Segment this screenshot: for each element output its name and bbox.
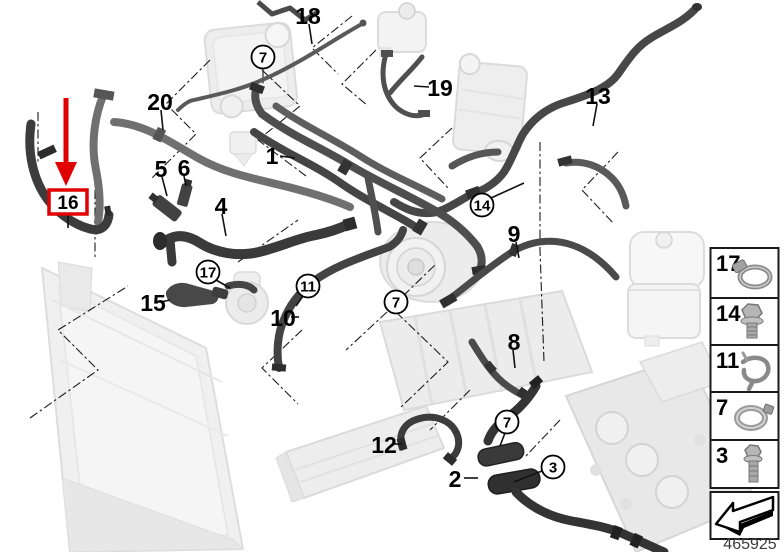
legend-item-14[interactable]: 14	[709, 297, 780, 346]
water-pump	[379, 221, 485, 303]
svg-text:14: 14	[716, 301, 741, 326]
callout-1[interactable]: 1	[266, 143, 279, 169]
expansion-tank-right	[627, 231, 705, 347]
callout-7-mid[interactable]: 7	[383, 289, 409, 315]
legend-item-3[interactable]: 3	[709, 439, 780, 489]
callout-4[interactable]: 4	[215, 193, 228, 219]
direction-arrow-icon	[714, 495, 775, 536]
svg-text:14: 14	[474, 198, 491, 215]
callout-17-circled[interactable]: 17	[195, 259, 221, 285]
callout-18[interactable]: 18	[295, 3, 321, 29]
svg-text:7: 7	[259, 50, 267, 67]
svg-text:17: 17	[200, 265, 217, 282]
svg-text:7: 7	[392, 295, 400, 312]
legend-item-11[interactable]: 11	[709, 344, 780, 393]
callout-11-circled[interactable]: 11	[295, 273, 321, 299]
callout-14-circled[interactable]: 14	[469, 192, 495, 218]
clip-icon	[740, 351, 771, 392]
callout-19[interactable]: 19	[427, 75, 453, 101]
legend-item-7[interactable]: 7	[709, 391, 780, 441]
svg-text:11: 11	[716, 348, 739, 373]
hose-18	[176, 19, 367, 112]
coolant-pump-small	[225, 271, 269, 325]
part-15	[165, 282, 229, 308]
clamp-ring-icon	[734, 403, 775, 431]
svg-text:16: 16	[57, 193, 78, 214]
hose-13	[390, 3, 702, 218]
faded-components	[40, 2, 758, 552]
radiator	[40, 261, 245, 552]
callout-15[interactable]: 15	[140, 290, 166, 316]
svg-text:11: 11	[300, 279, 316, 296]
callout-7-top[interactable]: 7	[250, 44, 276, 70]
callout-5[interactable]: 5	[155, 156, 168, 182]
hose-16	[25, 119, 114, 235]
sensor-5	[148, 192, 182, 222]
top-bracket	[256, 0, 320, 23]
hose-clamp-icon	[732, 259, 773, 290]
pipe-17-target	[224, 280, 258, 294]
callout-10[interactable]: 10	[270, 305, 296, 331]
small-bracket-reservoir	[229, 131, 257, 167]
expansion-tank-top	[377, 2, 427, 57]
bracket-19	[380, 50, 430, 119]
callout-8[interactable]: 8	[508, 329, 521, 355]
svg-text:3: 3	[716, 443, 728, 468]
hose-20	[89, 88, 354, 226]
callout-3-circled[interactable]: 3	[540, 454, 566, 480]
svg-text:7: 7	[716, 395, 728, 420]
intercooler-right	[452, 53, 528, 163]
callouts: 18 7 20 19 13 1 5 6 16 4 14 9 17 15 11 1…	[47, 3, 611, 492]
callout-9[interactable]: 9	[508, 221, 521, 247]
hose-4	[153, 216, 358, 267]
callout-2[interactable]: 2	[449, 466, 462, 492]
screw-icon	[740, 303, 764, 339]
hose-tank-feed	[557, 155, 630, 210]
legend-sidebar: 17 14 11	[709, 247, 780, 552]
bolt-icon	[743, 444, 763, 483]
callout-6[interactable]: 6	[178, 155, 191, 181]
valve-cover	[378, 289, 594, 412]
leader-lines	[67, 23, 598, 483]
legend-item-17[interactable]: 17	[709, 247, 780, 299]
hose-10	[271, 226, 407, 372]
callout-12[interactable]: 12	[371, 432, 397, 458]
engine-block	[564, 341, 758, 552]
hose-bundle-1	[249, 81, 502, 276]
catalog-number: 465925	[723, 536, 776, 552]
svg-text:7: 7	[503, 415, 511, 432]
legend-arrow-box[interactable]	[709, 491, 780, 540]
svg-text:3: 3	[549, 460, 557, 477]
callout-20[interactable]: 20	[147, 89, 173, 115]
callout-16-highlighted[interactable]: 16	[47, 188, 89, 216]
callout-13[interactable]: 13	[585, 83, 611, 109]
callout-7-bottom[interactable]: 7	[494, 409, 520, 435]
highlight-arrow	[55, 98, 77, 186]
